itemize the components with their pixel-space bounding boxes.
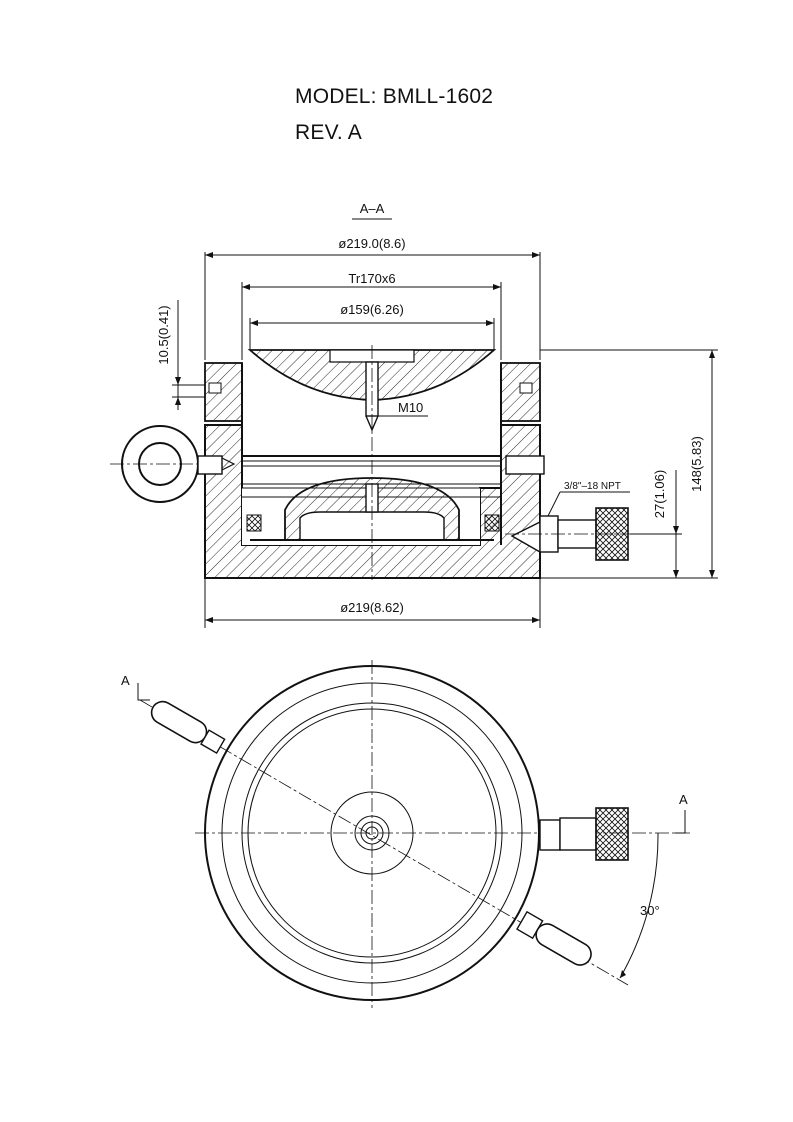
dim-thread-text: Tr170x6 [348, 271, 395, 286]
section-view-label: A–A [360, 201, 385, 216]
revision-label: REV. A [295, 121, 362, 144]
dim-thread: Tr170x6 [241, 271, 502, 360]
dim-top-outer: ø219.0(8.6) [204, 236, 541, 360]
dim-height: 148(5.83) [540, 349, 718, 579]
model-title: MODEL: BMLL-1602 [295, 85, 494, 108]
angle-label: 30° [640, 903, 660, 918]
plan-coupler [539, 807, 629, 861]
dim-top-outer-text: ø219.0(8.6) [338, 236, 405, 251]
dim-step: 10.5(0.41) [156, 300, 205, 410]
hydraulic-coupler [505, 507, 640, 561]
dim-port-height: 27(1.06) [630, 470, 682, 578]
dim-height-text: 148(5.83) [689, 436, 704, 492]
dim-step-text: 10.5(0.41) [156, 305, 171, 364]
handle-lower-right [516, 910, 592, 966]
dim-bottom-text: ø219(8.62) [340, 600, 404, 615]
dim-saddle-text: ø159(6.26) [340, 302, 404, 317]
dim-port-height-text: 27(1.06) [652, 470, 667, 518]
section-view: A–A ø219.0(8.6) Tr170x6 ø159(6.26) [110, 201, 718, 628]
label-port: 3/8"–18 NPT [564, 481, 621, 492]
eye-bolt [110, 425, 236, 503]
label-bolt: M10 [398, 400, 423, 415]
dim-saddle: ø159(6.26) [249, 302, 495, 350]
dim-bottom: ø219(8.62) [204, 578, 541, 628]
section-mark-right: A [679, 792, 688, 807]
handle-upper-left [150, 700, 226, 755]
plan-view: A A 30° [121, 660, 690, 1008]
section-mark-left: A [121, 673, 130, 688]
